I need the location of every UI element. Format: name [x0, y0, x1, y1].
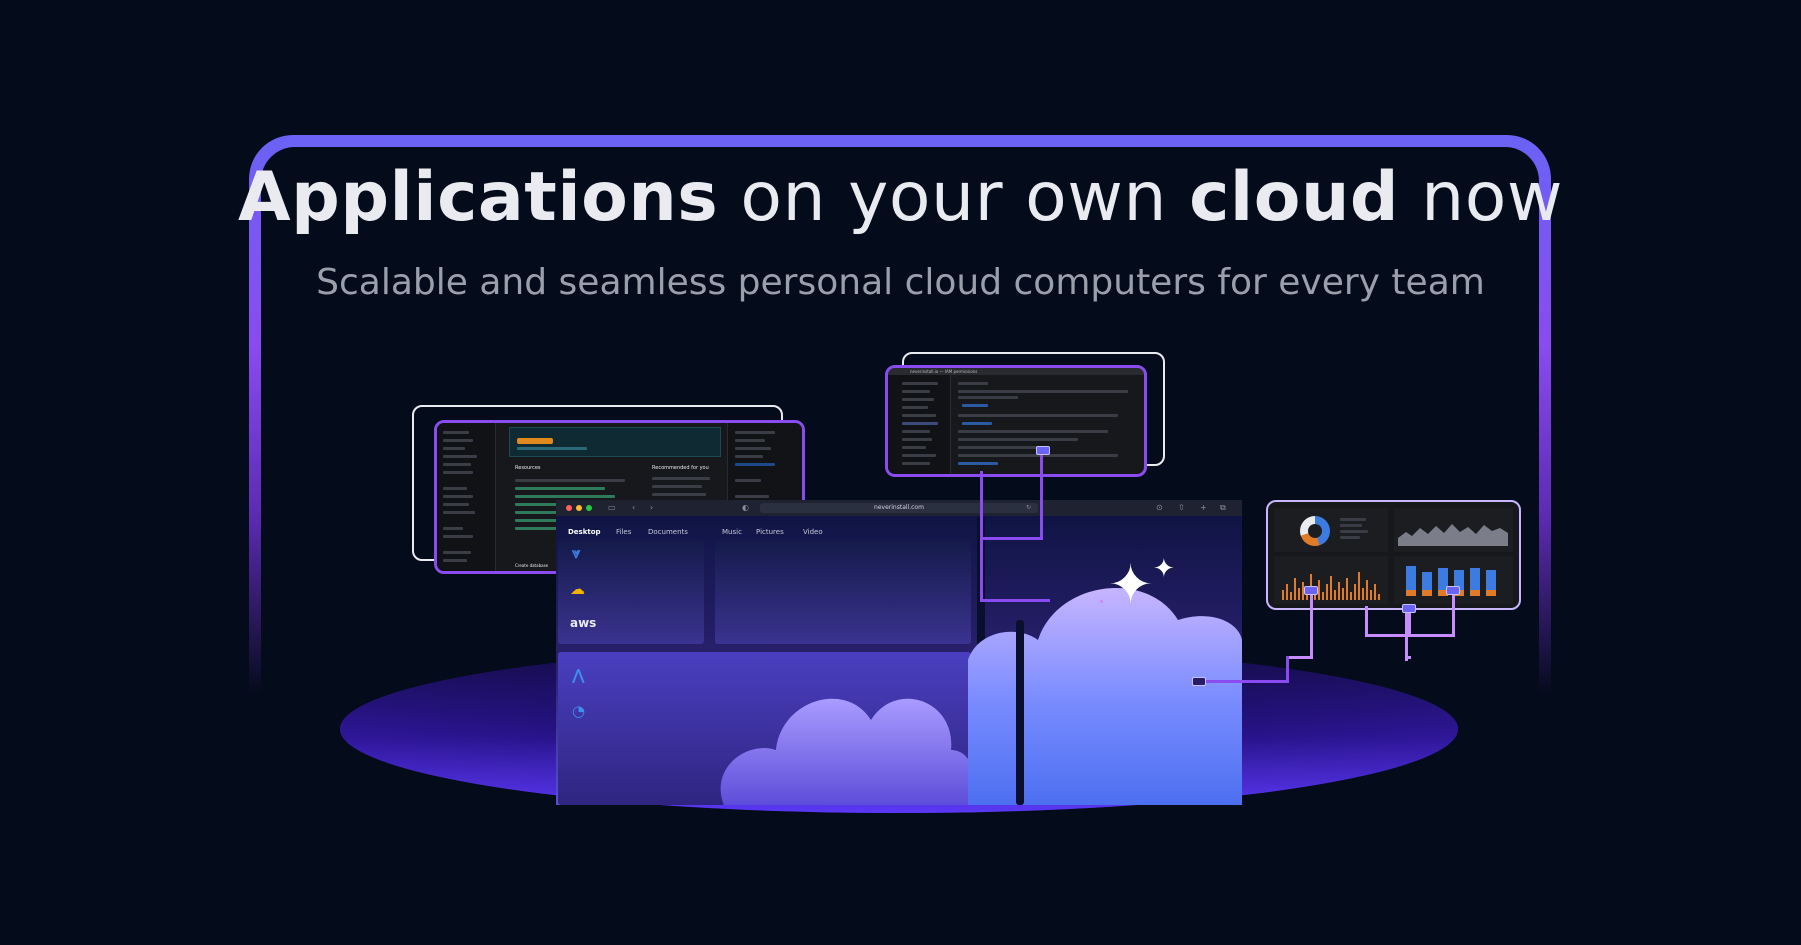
download-icon[interactable]: ⊙: [1156, 503, 1163, 512]
tab-video[interactable]: Video: [803, 528, 823, 536]
iam-window: neverinstall.io — IAM permissions: [885, 365, 1147, 477]
connector-line: [1286, 656, 1313, 659]
shield-icon[interactable]: ◐: [742, 503, 749, 512]
tab-files[interactable]: Files: [616, 528, 632, 536]
headline-text-1: on your own: [718, 158, 1190, 237]
connector-line: [980, 471, 983, 601]
reload-icon[interactable]: ↻: [1026, 504, 1032, 511]
close-dot[interactable]: [566, 505, 572, 511]
iam-title: neverinstall.io — IAM permissions: [910, 369, 978, 374]
tabs-icon[interactable]: ⧉: [1220, 503, 1226, 512]
divider-strip-front: [1016, 620, 1024, 805]
create-database-link[interactable]: Create database: [515, 563, 549, 568]
connector-node: [1304, 586, 1318, 595]
minimize-dot[interactable]: [576, 505, 582, 511]
tab-desktop[interactable]: Desktop: [568, 528, 601, 536]
bar-chart-orange: [1282, 572, 1380, 600]
connector-node: [1446, 586, 1460, 595]
connector-line: [1365, 606, 1368, 636]
new-tab-icon[interactable]: +: [1200, 503, 1207, 512]
cloud-illustration-right: [968, 588, 1242, 805]
area-chart: [1398, 524, 1508, 546]
connector-line: [1408, 634, 1455, 637]
headline: Applications on your own cloud now: [0, 158, 1801, 237]
connector-line: [1310, 590, 1313, 658]
connector-line: [1040, 450, 1043, 540]
url-text: neverinstall.com: [874, 504, 924, 511]
apps-panel-top: [558, 540, 704, 644]
connector-line: [1286, 656, 1289, 682]
headline-strong-2: cloud: [1189, 158, 1400, 237]
tab-pictures[interactable]: Pictures: [756, 528, 784, 536]
google-cloud-icon[interactable]: ☁: [570, 580, 585, 598]
connector-node: [1036, 446, 1050, 455]
share-icon[interactable]: ⇧: [1178, 503, 1185, 512]
back-icon[interactable]: ‹: [632, 503, 636, 512]
connector-line: [1408, 610, 1411, 636]
connector-node: [1192, 677, 1206, 686]
tab-documents[interactable]: Documents: [648, 528, 688, 536]
sidebar-icon[interactable]: ▭: [608, 503, 616, 512]
connector-node: [1402, 604, 1416, 613]
tab-music[interactable]: Music: [722, 528, 742, 536]
address-bar[interactable]: neverinstall.com ↻: [760, 503, 1038, 513]
browser-window: ▭ ‹ › ◐ neverinstall.com ↻ ⊙ ⇧ + ⧉ Deskt…: [556, 500, 1242, 805]
subheadline: Scalable and seamless personal cloud com…: [316, 262, 1485, 303]
app-logo-a-icon[interactable]: ⋀: [572, 666, 585, 684]
connector-line: [1202, 680, 1288, 683]
browser-toolbar: ▭ ‹ › ◐ neverinstall.com ↻ ⊙ ⇧ + ⧉: [556, 500, 1242, 516]
connector-line: [1405, 658, 1408, 661]
connector-line: [980, 537, 1043, 540]
console-orange-button[interactable]: [517, 438, 553, 444]
recommended-heading: Recommended for you: [652, 465, 709, 471]
aws-icon[interactable]: aws: [570, 616, 597, 630]
resources-heading: Resources: [515, 465, 541, 471]
digitalocean-icon[interactable]: ◔: [572, 702, 586, 720]
cloud-illustration-left: [720, 698, 976, 805]
maximize-dot[interactable]: [586, 505, 592, 511]
sparkle-small-icon: ✦: [1153, 554, 1175, 584]
connector-line: [1408, 656, 1411, 659]
headline-text-2: now: [1399, 158, 1563, 237]
connector-line: [1100, 600, 1103, 603]
app-logo-v-icon[interactable]: ⩔: [572, 544, 581, 562]
connector-line: [1365, 634, 1411, 637]
files-panel: [715, 540, 971, 644]
forward-icon[interactable]: ›: [650, 503, 654, 512]
connector-line: [980, 599, 1050, 602]
sparkle-large-icon: ✦: [1108, 553, 1154, 616]
headline-strong-1: Applications: [238, 158, 719, 237]
connector-line: [1452, 590, 1455, 636]
